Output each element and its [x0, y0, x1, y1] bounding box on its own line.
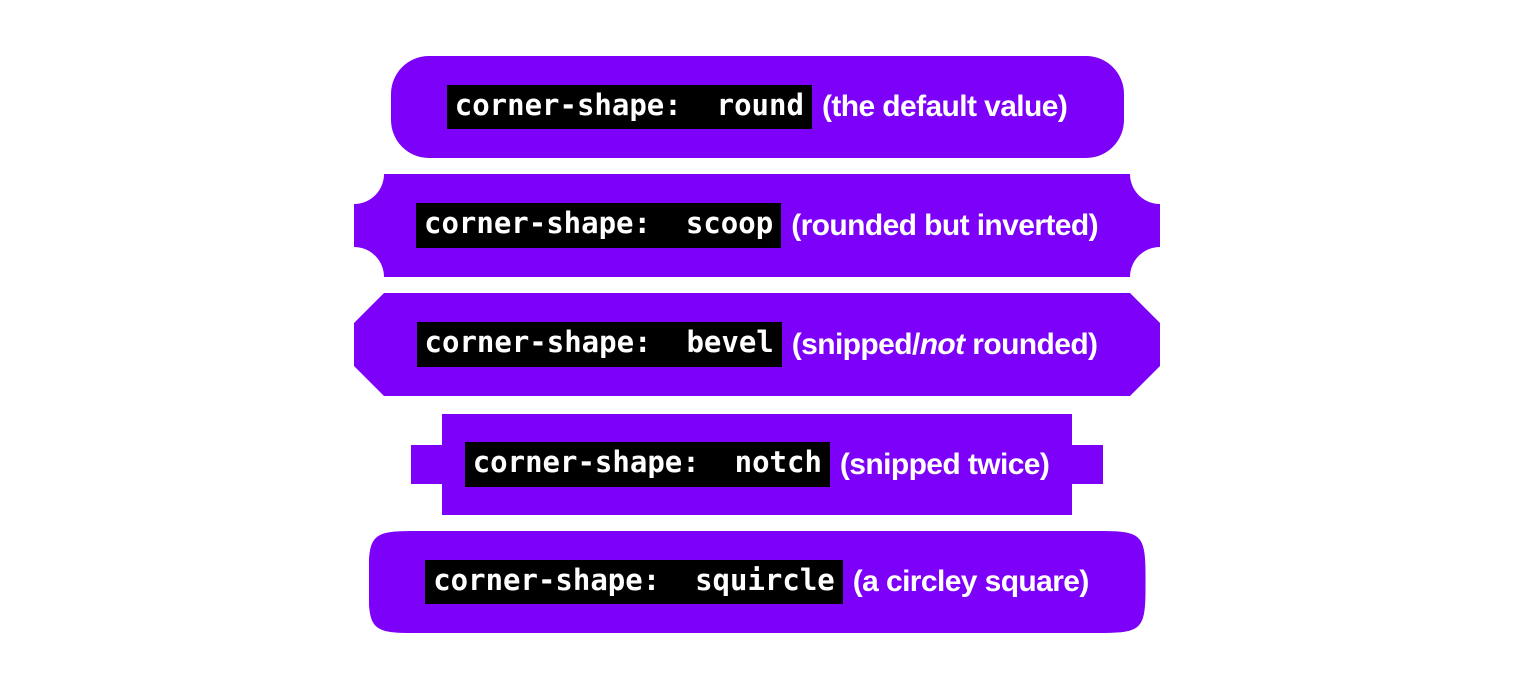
- description-squircle: (a circley square): [853, 565, 1089, 599]
- demo-box-notch: corner-shape: notch (snipped twice): [411, 414, 1103, 515]
- demo-box-round: corner-shape: round (the default value): [390, 56, 1124, 158]
- code-snippet-bevel: corner-shape: bevel: [417, 322, 782, 366]
- demo-box-bevel: corner-shape: bevel (snipped/not rounded…: [354, 293, 1160, 396]
- description-scoop: (rounded but inverted): [791, 209, 1098, 243]
- description-text: (the default value): [821, 90, 1068, 123]
- description-text: (snipped twice): [839, 447, 1050, 481]
- description-text-post: rounded): [964, 327, 1098, 361]
- code-snippet-round: corner-shape: round: [446, 84, 812, 130]
- description-round: (the default value): [821, 90, 1068, 124]
- code-snippet-squircle: corner-shape: squircle: [425, 560, 843, 604]
- description-italic: not: [919, 327, 965, 361]
- code-snippet-notch: corner-shape: notch: [465, 442, 830, 486]
- description-text: (rounded but inverted): [791, 208, 1098, 242]
- demo-box-squircle: corner-shape: squircle (a circley square…: [369, 531, 1146, 633]
- description-notch: (snipped twice): [840, 448, 1049, 482]
- description-text: (a circley square): [852, 565, 1089, 598]
- description-text: (snipped/: [791, 327, 920, 361]
- code-snippet-scoop: corner-shape: scoop: [416, 203, 781, 247]
- demo-box-scoop: corner-shape: scoop (rounded but inverte…: [354, 174, 1160, 277]
- description-bevel: (snipped/not rounded): [792, 328, 1098, 362]
